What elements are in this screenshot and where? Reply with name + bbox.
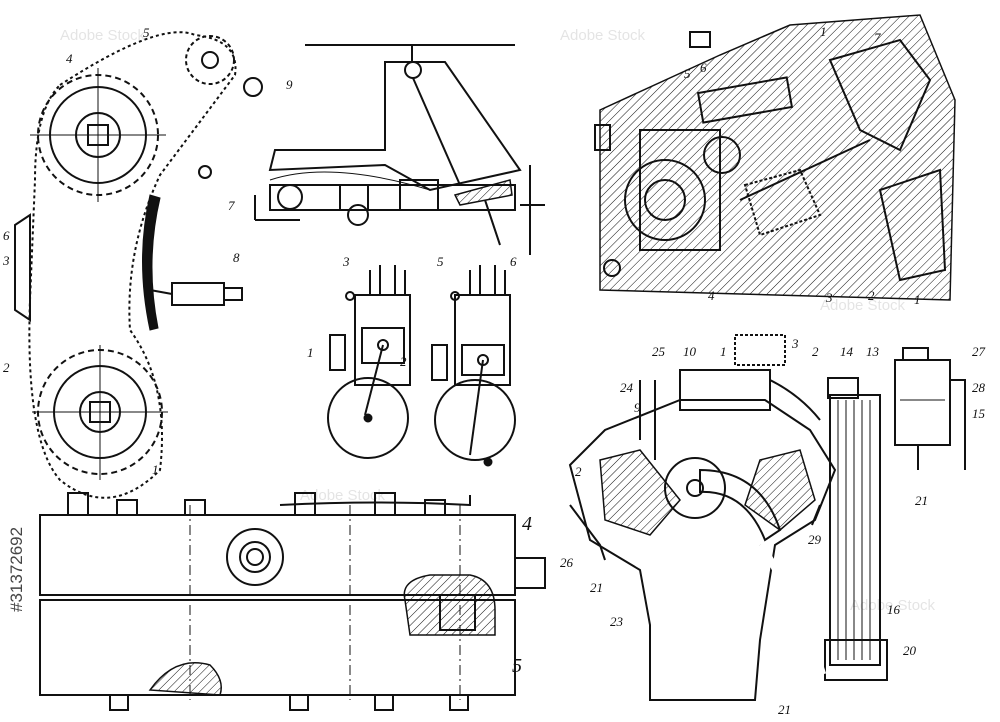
dial-gauge (453, 179, 513, 206)
watermark-text: Adobe Stock (300, 487, 386, 504)
label-1: 1 (820, 24, 827, 39)
upper-sprocket (30, 68, 166, 202)
water-pump-impeller (664, 457, 726, 519)
expansion-tank (894, 359, 951, 446)
label-13: 13 (866, 344, 880, 359)
label-10: 10 (683, 344, 697, 359)
label-16: 16 (887, 602, 901, 617)
label-20: 20 (903, 643, 917, 658)
label-29: 29 (808, 532, 822, 547)
label-7: 7 (228, 198, 235, 213)
watermark-text: Adobe Stock (820, 297, 906, 314)
intake-port (828, 38, 932, 152)
valve-timing-panel: 3 1 2 5 6 (307, 254, 517, 467)
chain-damper (142, 194, 161, 331)
cylinder-head-panel: 5 6 1 7 4 3 2 1 (594, 14, 956, 307)
label-6: 6 (700, 60, 707, 75)
label-5: 5 (143, 25, 150, 40)
label-3: 3 (2, 253, 10, 268)
cooling-system-panel: 25 10 1 3 2 14 13 27 24 9 28 15 2 21 26 … (560, 334, 986, 717)
watermark-text: Adobe Stock (60, 27, 146, 44)
label-14: 14 (840, 344, 854, 359)
label-1: 1 (307, 345, 314, 360)
damper-pivot (198, 165, 212, 179)
heater-core (734, 334, 786, 366)
rocker-pivot (703, 136, 741, 174)
label-2: 2 (868, 288, 875, 303)
radiator-cap (827, 377, 859, 399)
lever-base (269, 184, 516, 211)
label-21: 21 (778, 702, 791, 717)
lower-sprocket (32, 345, 168, 480)
label-21: 21 (590, 580, 603, 595)
v-engine-block (568, 399, 837, 701)
label-2: 2 (3, 360, 10, 375)
label-2: 2 (575, 464, 582, 479)
label-23: 23 (610, 614, 624, 629)
timing-chain (28, 31, 237, 499)
label-1: 1 (152, 462, 159, 477)
label-7: 7 (874, 30, 881, 45)
label-4: 4 (66, 51, 73, 66)
idler-sprocket (185, 35, 235, 85)
radiator (829, 394, 881, 666)
oil-pan-section (148, 662, 222, 696)
label-9: 9 (286, 77, 293, 92)
label-9: 9 (634, 400, 641, 415)
tensioner-roller (243, 77, 263, 97)
cylinder-diagram-right (431, 265, 516, 467)
cylinder-diagram-left (327, 265, 411, 459)
watermark-text: Adobe Stock (560, 27, 646, 44)
label-3: 3 (791, 336, 799, 351)
head-casting-outline (599, 14, 956, 301)
water-jacket (878, 168, 947, 282)
engine-block-panel: 4 5 (39, 492, 546, 711)
valve-lever-panel (254, 44, 545, 255)
stock-id: #31372692 (7, 527, 26, 612)
label-6: 6 (3, 228, 10, 243)
radiator-bottom-tank (824, 639, 888, 681)
label-25: 25 (652, 344, 666, 359)
label-5: 5 (512, 655, 522, 677)
label-6: 6 (510, 254, 517, 269)
label-1: 1 (720, 344, 727, 359)
label-27: 27 (972, 344, 986, 359)
label-2: 2 (400, 354, 407, 369)
label-2: 2 (812, 344, 819, 359)
label-21: 21 (915, 493, 928, 508)
valve-spring (743, 168, 822, 237)
rocker-arm (696, 76, 794, 124)
camshaft (624, 159, 706, 241)
upper-manifold (679, 369, 771, 411)
label-26: 26 (560, 555, 574, 570)
label-1: 1 (914, 292, 921, 307)
cutaway-section (403, 574, 496, 636)
watermark-layer: Adobe Stock Adobe Stock Adobe Stock Adob… (60, 27, 936, 614)
lever-bracket (268, 61, 522, 192)
block-lower (39, 599, 516, 696)
label-15: 15 (972, 406, 986, 421)
timing-chain-panel: 5 4 9 7 6 3 8 2 1 (2, 25, 293, 499)
chain-guide-left (14, 213, 31, 322)
label-5: 5 (437, 254, 444, 269)
block-upper (39, 514, 516, 596)
label-8: 8 (233, 250, 240, 265)
label-3: 3 (342, 254, 350, 269)
label-28: 28 (972, 380, 986, 395)
watermark-text: Adobe Stock (850, 597, 936, 614)
label-4: 4 (522, 513, 532, 535)
label-3: 3 (825, 290, 833, 305)
valve-stem (739, 139, 871, 201)
label-4: 4 (708, 288, 715, 303)
label-5: 5 (684, 66, 691, 81)
hydraulic-tensioner (149, 282, 243, 306)
cylinder-bore (226, 528, 284, 586)
label-24: 24 (620, 380, 634, 395)
